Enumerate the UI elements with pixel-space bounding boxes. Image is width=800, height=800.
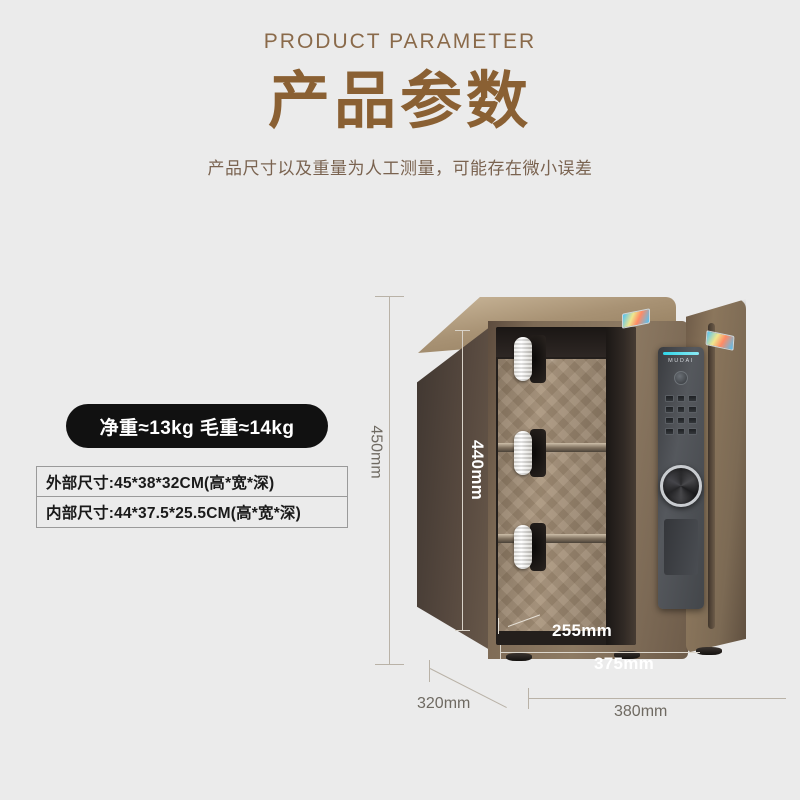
height-dimension-cap-bottom <box>375 664 404 665</box>
keypad-key[interactable] <box>665 417 674 424</box>
bolt-hole-middle <box>530 429 546 477</box>
safe-left-side-panel <box>417 323 495 653</box>
dimension-label-bottom-width: 380mm <box>614 703 668 720</box>
safe-foot-right <box>696 647 722 655</box>
keypad-lower-plate <box>664 519 698 575</box>
front-width-dimension-line <box>500 652 700 653</box>
spec-row-external: 外部尺寸:45*38*32CM(高*宽*深) <box>36 466 348 497</box>
inner-height-cap-bottom <box>455 630 470 631</box>
inner-depth-cap <box>498 618 499 634</box>
keypad-led-strip <box>663 352 699 355</box>
locking-bolt-bottom <box>514 525 532 569</box>
locking-bolt-middle <box>514 431 532 475</box>
page-subtitle: 产品尺寸以及重量为人工测量，可能存在微小误差 <box>207 159 593 178</box>
shelf-divider-lower <box>498 534 614 543</box>
bolt-hole-bottom <box>530 523 546 571</box>
spec-row-internal: 内部尺寸:44*37.5*25.5CM(高*宽*深) <box>36 497 348 528</box>
safe-foot-center <box>614 651 640 659</box>
keypad-key[interactable] <box>688 428 697 435</box>
eyebrow-text: PRODUCT PARAMETER <box>263 30 537 53</box>
cavity-inner-edge <box>606 327 636 645</box>
keypad-brand-label: MUDAI <box>668 358 694 364</box>
dimension-label-front-width: 375mm <box>594 654 655 673</box>
height-dimension-line <box>389 296 390 664</box>
keypad-key[interactable] <box>676 428 686 435</box>
keypad-key[interactable] <box>665 395 674 402</box>
keypad-panel: MUDAI <box>658 347 704 609</box>
safe-product-image: MUDAI <box>400 285 800 685</box>
keypad-key[interactable] <box>665 406 674 413</box>
keypad-key[interactable] <box>676 395 686 402</box>
keypad-key[interactable] <box>688 395 697 402</box>
dimension-label-inner-height: 440mm <box>468 439 488 501</box>
dimension-label-side-depth: 320mm <box>417 695 471 712</box>
shelf-divider-upper <box>498 443 614 452</box>
keypad-key-grid[interactable] <box>665 395 697 435</box>
bottom-width-dimension-line <box>528 698 786 699</box>
size-spec-box: 外部尺寸:45*38*32CM(高*宽*深) 内部尺寸:44*37.5*25.5… <box>36 466 348 528</box>
keypad-key[interactable] <box>676 406 686 413</box>
keypad-key[interactable] <box>688 406 697 413</box>
page-header: PRODUCT PARAMETER 产品参数 产品尺寸以及重量为人工测量，可能存… <box>0 0 800 179</box>
weight-badge: 净重≈13kg 毛重≈14kg <box>66 404 328 448</box>
locking-bolt-top <box>514 337 532 381</box>
dimension-label-outer-height: 450mm <box>367 425 385 479</box>
door-groove <box>708 323 715 629</box>
bolt-hole-top <box>530 335 546 383</box>
inner-height-dimension-line <box>462 330 463 630</box>
keypad-key[interactable] <box>688 417 697 424</box>
combination-dial[interactable] <box>660 465 702 507</box>
keypad-key[interactable] <box>665 428 674 435</box>
fingerprint-sensor-icon[interactable] <box>674 371 688 385</box>
keypad-key[interactable] <box>676 417 686 424</box>
depth-dimension-cap <box>429 660 430 682</box>
safe-foot-left <box>506 653 532 661</box>
dimension-label-inner-depth: 255mm <box>552 621 613 640</box>
page-title: 产品参数 <box>267 64 532 137</box>
